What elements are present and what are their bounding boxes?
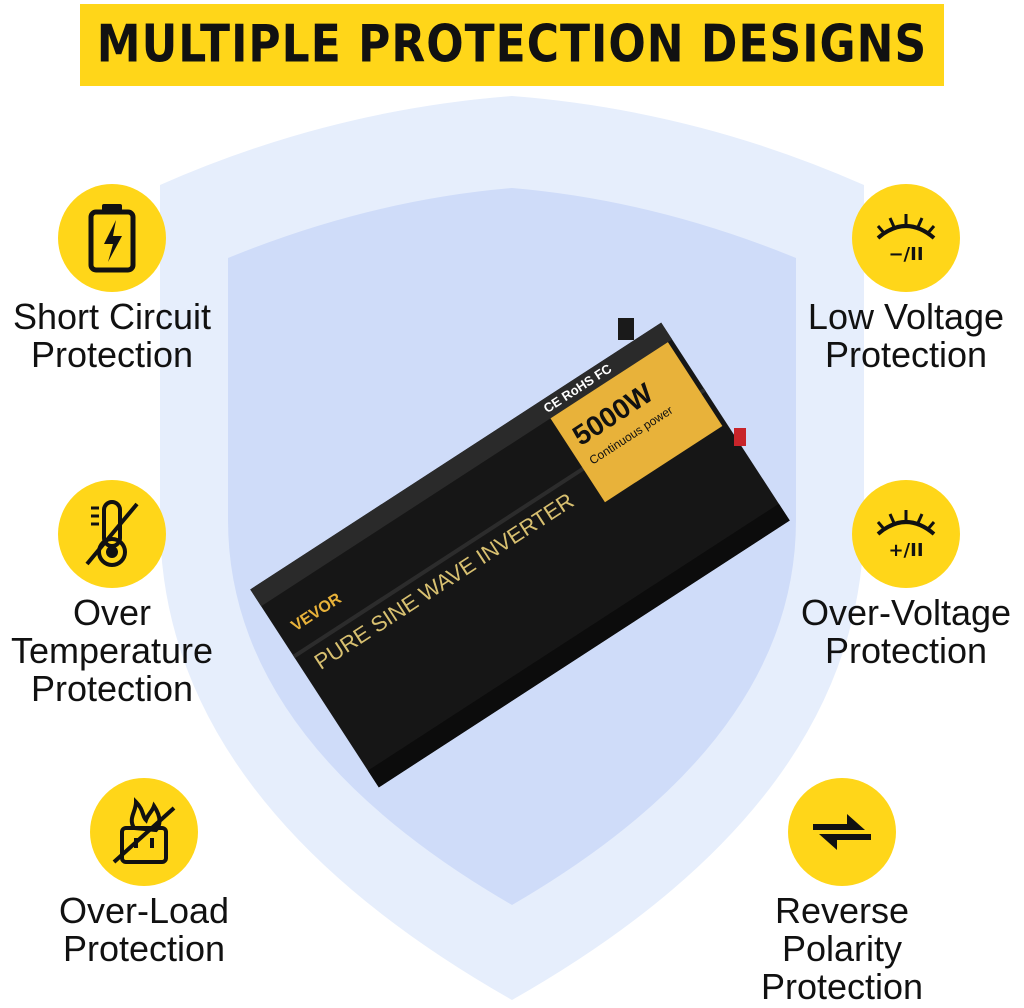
- feature-label-line: Protection: [824, 630, 988, 671]
- terminal-negative: [618, 318, 634, 340]
- terminal-positive: [734, 428, 746, 446]
- feature-label-line: Over-Load: [58, 890, 230, 931]
- feature-label-line: Protection: [62, 928, 226, 969]
- feature-over-voltage: +/II Over-Voltage Protection: [776, 480, 1024, 670]
- feature-short-circuit: Short Circuit Protection: [0, 184, 242, 374]
- title-banner: MULTIPLE PROTECTION DESIGNS: [80, 4, 944, 86]
- feature-label-line: Temperature: [10, 630, 214, 671]
- over-voltage-icon: +/II: [852, 480, 960, 588]
- reverse-arrows-icon: [788, 778, 896, 886]
- thermometer-slash-icon: [58, 480, 166, 588]
- feature-label-line: Protection: [30, 668, 194, 709]
- feature-reverse-polarity: Reverse Polarity Protection: [712, 778, 972, 1006]
- battery-bolt-icon: [58, 184, 166, 292]
- feature-label-line: Protection: [824, 334, 988, 375]
- feature-label-line: Short Circuit: [12, 296, 212, 337]
- low-voltage-icon: −/II: [852, 184, 960, 292]
- feature-label-line: Over: [72, 592, 151, 633]
- feature-label-line: Protection: [760, 966, 924, 1007]
- burning-outlet-icon: [90, 778, 198, 886]
- feature-label-line: Low Voltage: [807, 296, 1005, 337]
- feature-over-temperature: Over Temperature Protection: [0, 480, 242, 708]
- low-voltage-icon-text: −/II: [888, 244, 923, 265]
- feature-over-load: Over-Load Protection: [14, 778, 274, 968]
- banner-title: MULTIPLE PROTECTION DESIGNS: [96, 14, 928, 75]
- feature-label-line: Over-Voltage: [800, 592, 1012, 633]
- feature-label-line: Protection: [30, 334, 194, 375]
- over-voltage-icon-text: +/II: [888, 540, 923, 561]
- feature-label-line: Reverse Polarity: [774, 890, 910, 969]
- feature-low-voltage: −/II Low Voltage Protection: [776, 184, 1024, 374]
